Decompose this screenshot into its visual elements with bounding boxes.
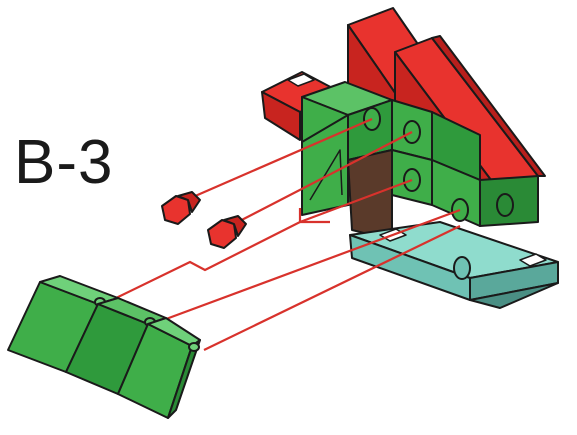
assembly-lines xyxy=(111,117,461,351)
assembly-line-1 xyxy=(185,117,373,202)
assembly-line-4 xyxy=(111,178,413,301)
rear-block-group xyxy=(261,7,559,309)
step-label: B-3 xyxy=(14,128,114,197)
assembly-line-5 xyxy=(157,208,461,324)
wedge-block-group xyxy=(7,275,201,419)
assembly-line-6 xyxy=(203,225,461,351)
peg-connector-1 xyxy=(161,191,201,225)
wedge-block-3 xyxy=(117,317,201,419)
assembly-line-2 xyxy=(229,131,413,227)
peg-connector-2 xyxy=(207,215,247,249)
